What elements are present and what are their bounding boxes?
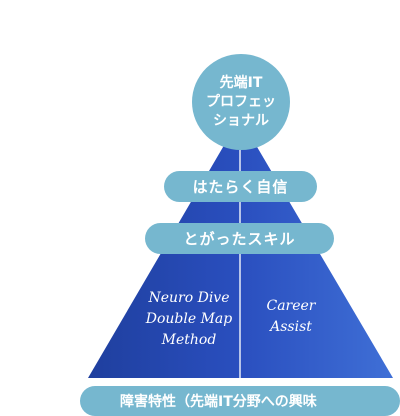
left-method-line-1: Neuro Dive xyxy=(148,290,230,306)
right-method-label: Career Assist xyxy=(254,296,328,338)
top-label-line-1: 先端IT xyxy=(219,74,263,91)
layer-skills-label: とがったスキル xyxy=(183,230,296,248)
top-label-line-2: プロフェッ xyxy=(206,93,276,110)
left-method-label: Neuro Dive Double Map Method xyxy=(130,288,248,351)
top-circle: 先端IT プロフェッ ショナル xyxy=(192,54,290,150)
top-label-line-3: ショナル xyxy=(213,112,269,129)
base-layer-label: 障害特性（先端IT分野への興味 xyxy=(120,394,317,410)
right-method-line-1: Career xyxy=(266,298,316,314)
base-layer: 障害特性（先端IT分野への興味 xyxy=(80,386,400,416)
right-method-line-2: Assist xyxy=(270,319,312,335)
layer-skills: とがったスキル xyxy=(145,223,334,254)
left-method-line-3: Method xyxy=(161,332,217,348)
layer-confidence-label: はたらく自信 xyxy=(192,178,289,196)
left-method-line-2: Double Map xyxy=(145,311,233,327)
layer-confidence: はたらく自信 xyxy=(164,171,317,202)
